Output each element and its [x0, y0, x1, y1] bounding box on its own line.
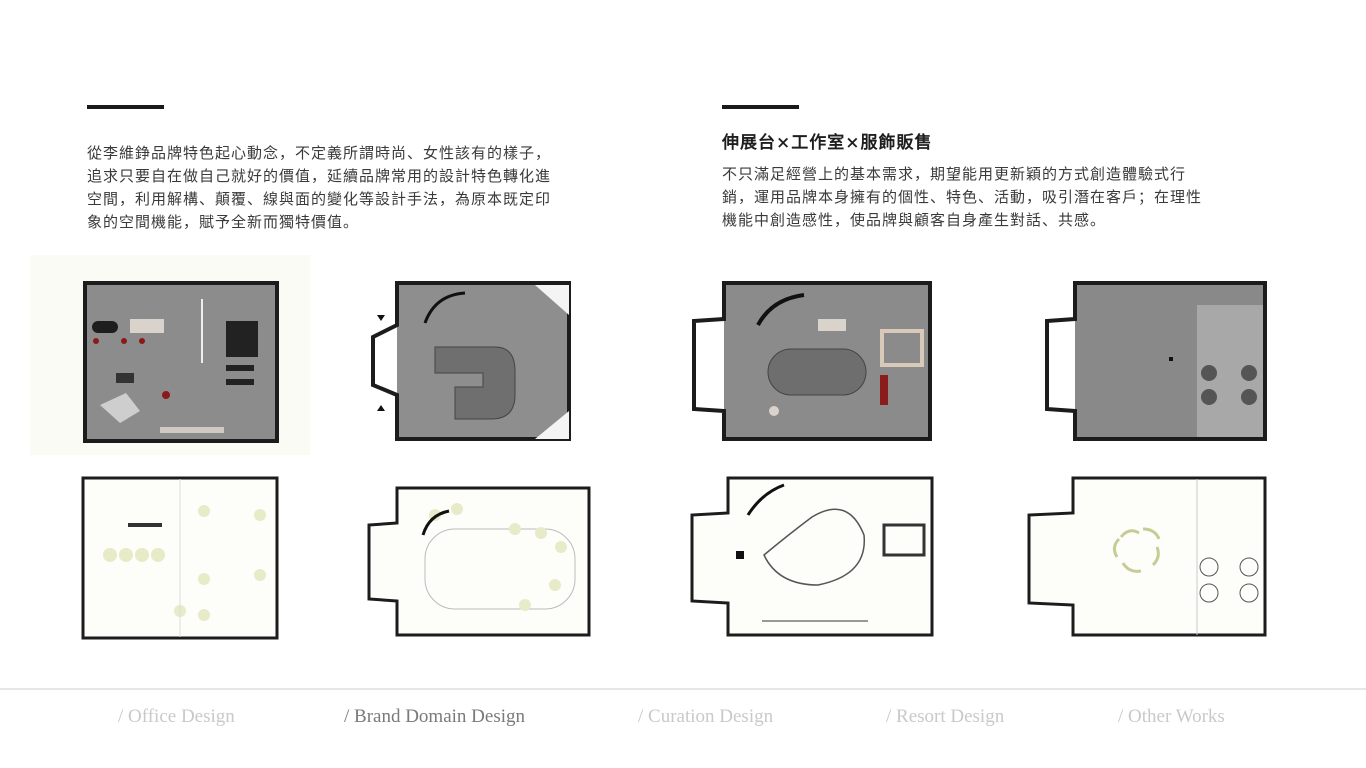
nav-brand-domain-design[interactable]: / Brand Domain Design: [344, 706, 526, 727]
floor-plan-c-lighting: [690, 476, 934, 637]
floor-plan-d-render: [1045, 281, 1267, 441]
left-description-line: 空間，利用解構、顛覆、線與面的變化等設計手法，為原本既定印: [87, 190, 552, 208]
footer-divider: [0, 688, 1366, 690]
left-description-line: 追求只要自在做自己就好的價值，延續品牌常用的設計特色轉化進: [87, 167, 552, 185]
right-description-line: 銷，運用品牌本身擁有的個性、特色、活動，吸引潛在客戶；在理性: [722, 188, 1203, 206]
left-accent-bar: [87, 105, 164, 109]
right-description-line: 機能中創造感性，使品牌與顧客自身產生對話、共感。: [722, 211, 1107, 229]
right-description: 不只滿足經營上的基本需求，期望能用更新穎的方式創造體驗式行 銷，運用品牌本身擁有…: [722, 163, 1282, 232]
nav-office-design[interactable]: / Office Design: [118, 706, 235, 727]
nav-other-works[interactable]: / Other Works: [1118, 706, 1225, 727]
left-description-line: 從李維錚品牌特色起心動念，不定義所謂時尚、女性該有的樣子，: [87, 144, 552, 162]
nav-resort-design[interactable]: / Resort Design: [886, 706, 1005, 727]
left-description: 從李維錚品牌特色起心動念，不定義所謂時尚、女性該有的樣子， 追求只要自在做自己就…: [87, 142, 627, 234]
floor-plan-b-lighting: [367, 486, 591, 637]
floor-plan-c-render: [692, 281, 932, 441]
nav-curation-design[interactable]: / Curation Design: [638, 706, 774, 727]
floor-plan-d-lighting: [1027, 476, 1267, 637]
right-accent-bar: [722, 105, 799, 109]
section-heading: 伸展台×工作室×服飾販售: [722, 133, 933, 153]
floor-plan-b-render: [371, 281, 571, 441]
floor-plan-a-lighting: [81, 476, 279, 640]
right-description-line: 不只滿足經營上的基本需求，期望能用更新穎的方式創造體驗式行: [722, 165, 1187, 183]
left-description-line: 象的空間機能，賦予全新而獨特價值。: [87, 213, 360, 231]
floor-plan-a-render: [30, 255, 310, 455]
